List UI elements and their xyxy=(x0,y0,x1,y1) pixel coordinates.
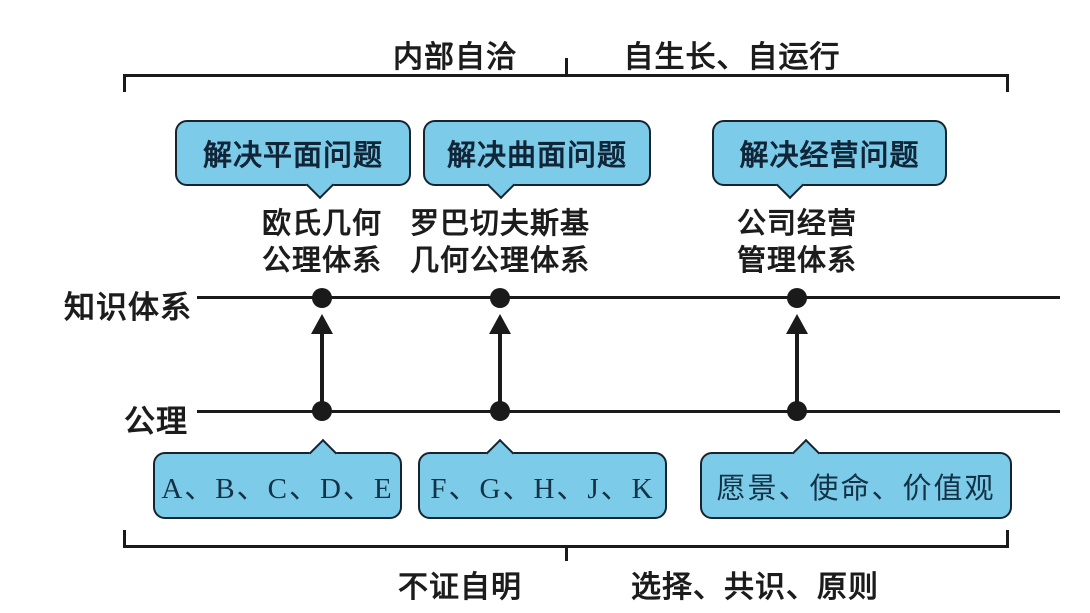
system-label-euclid-line2: 公理体系 xyxy=(261,245,382,277)
node-dot xyxy=(787,288,807,308)
up-arrow-shaft xyxy=(498,332,502,402)
up-arrow-shaft xyxy=(320,332,324,402)
system-label-euclid: 欧氏几何 公理体系 xyxy=(202,206,442,280)
top-bracket-tick-right xyxy=(1006,74,1009,92)
callout-tail-icon xyxy=(308,438,338,468)
top-callout-plane: 解决平面问题 xyxy=(175,120,411,200)
axiom-row-label: 公理 xyxy=(124,404,188,439)
bottom-bracket-tick-right xyxy=(1006,530,1009,548)
node-dot xyxy=(490,288,510,308)
callout-tail-icon xyxy=(485,438,515,468)
system-label-company-line2: 管理体系 xyxy=(736,245,857,277)
bottom-callout-abcde-label: A、B、C、D、E xyxy=(161,472,394,505)
knowledge-line xyxy=(197,296,1060,299)
top-callout-business: 解决经营问题 xyxy=(712,120,947,200)
callout-tail-icon xyxy=(486,170,516,200)
bottom-callout-fghjk: F、G、H、J、K xyxy=(418,438,667,519)
top-callout-plane-label: 解决平面问题 xyxy=(202,140,383,172)
top-bracket-line xyxy=(123,74,1009,77)
bottom-callout-abcde: A、B、C、D、E xyxy=(153,438,402,519)
bottom-bracket-label-right: 选择、共识、原则 xyxy=(631,571,879,604)
up-arrow-icon xyxy=(786,314,808,334)
top-callout-curved-label: 解决曲面问题 xyxy=(446,140,627,172)
bottom-bracket-tick-middle xyxy=(565,545,568,561)
system-label-lobachevsky-line2: 几何公理体系 xyxy=(409,245,590,277)
system-label-company: 公司经营 管理体系 xyxy=(677,206,917,280)
top-bracket-label-left: 内部自洽 xyxy=(393,41,517,74)
node-dot xyxy=(490,401,510,421)
axiom-line xyxy=(197,410,1060,413)
top-bracket-tick-middle xyxy=(565,58,568,74)
system-label-euclid-line1: 欧氏几何 xyxy=(261,208,382,240)
top-callout-curved: 解决曲面问题 xyxy=(423,120,651,200)
system-label-lobachevsky: 罗巴切夫斯基 几何公理体系 xyxy=(370,206,630,280)
bottom-bracket-tick-left xyxy=(123,530,126,548)
top-bracket-label-right: 自生长、自运行 xyxy=(623,41,841,74)
callout-tail-icon xyxy=(305,170,335,200)
system-label-lobachevsky-line1: 罗巴切夫斯基 xyxy=(409,208,590,240)
knowledge-row-label: 知识体系 xyxy=(64,290,192,325)
node-dot xyxy=(312,401,332,421)
top-bracket-tick-left xyxy=(123,74,126,92)
callout-tail-icon xyxy=(775,170,805,200)
up-arrow-icon xyxy=(311,314,333,334)
callout-tail-icon xyxy=(791,438,821,468)
bottom-callout-vision: 愿景、使命、价值观 xyxy=(700,438,1012,519)
bottom-callout-fghjk-label: F、G、H、J、K xyxy=(430,472,655,505)
system-label-company-line1: 公司经营 xyxy=(736,208,857,240)
bottom-callout-vision-label: 愿景、使命、价值观 xyxy=(716,472,996,505)
bottom-bracket-label-left: 不证自明 xyxy=(398,571,522,604)
node-dot xyxy=(312,288,332,308)
node-dot xyxy=(787,401,807,421)
up-arrow-shaft xyxy=(795,332,799,402)
top-callout-business-label: 解决经营问题 xyxy=(739,140,920,172)
up-arrow-icon xyxy=(489,314,511,334)
